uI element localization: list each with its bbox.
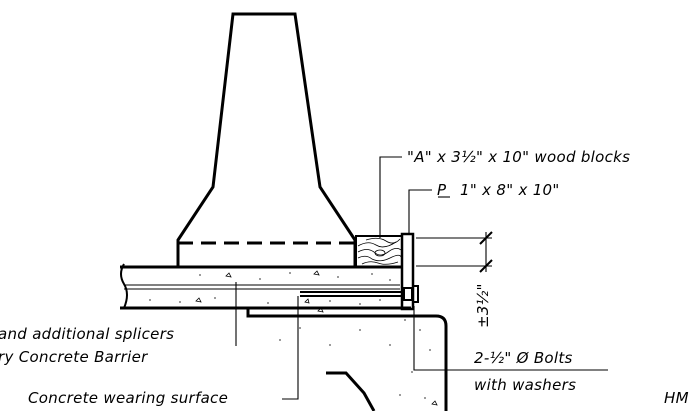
plate-leader [408,189,432,234]
wood-block-leader [379,156,402,238]
wood-blocks-label: "A" x 3½" x 10" wood blocks [407,148,630,166]
concrete-stipple [149,270,438,406]
lower-deck-outline [246,308,448,411]
barrier-label: ry Concrete Barrier [0,348,148,366]
splicers-label: and additional splicers [0,325,174,343]
height-dimension [416,231,493,273]
plate-dims-label: 1" x 8" x 10" [460,181,560,199]
washers-label: with washers [474,376,576,394]
deck-slab [120,263,411,310]
girder-outline [326,371,376,411]
edge-text: HM [664,389,689,407]
anchor-bolt [300,285,419,303]
dimension-text: ±3½" [474,283,492,328]
bolts-leader [413,306,608,371]
bolts-label: 2-½" Ø Bolts [474,349,573,367]
wearing-surface-label: Concrete wearing surface [28,389,228,407]
plate-symbol: P [437,181,447,199]
wood-block [355,235,403,268]
surface-leader [282,296,299,400]
splice-bar [124,282,400,292]
concrete-barrier-outline [176,12,357,266]
